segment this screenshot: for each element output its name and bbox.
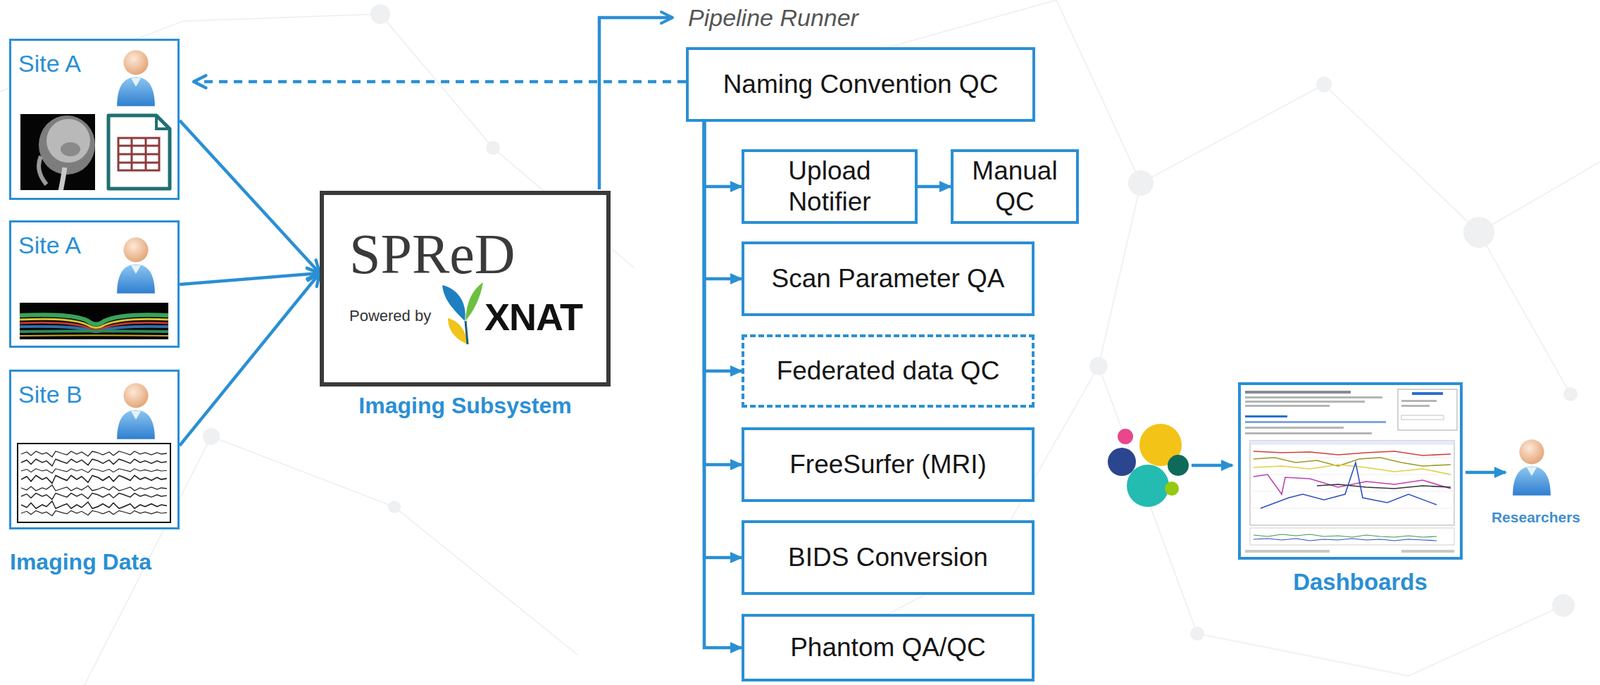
process-box: Scan Parameter QA — [741, 241, 1035, 317]
person-icon — [116, 383, 155, 440]
mri-image — [20, 114, 96, 192]
process-box: BIDS Conversion — [741, 520, 1035, 596]
connector-arrow — [704, 121, 742, 279]
connector-arrow — [179, 273, 320, 446]
box-label: Manual QC — [963, 155, 1067, 219]
text-slot: XNAT — [484, 297, 583, 336]
connector-arrow — [704, 121, 742, 187]
box-label: BIDS Conversion — [788, 542, 989, 574]
box-label: Naming Convention QC — [723, 69, 999, 100]
spred-label: Imaging Subsystem — [319, 392, 611, 420]
section-label: Imaging Data — [9, 548, 152, 576]
spred-label: Powered by — [349, 307, 431, 325]
dashboard-screenshot — [1245, 389, 1458, 553]
xnat-logo-mark — [442, 282, 484, 345]
site-label: Site A — [18, 49, 81, 79]
connector-arrow — [179, 120, 320, 274]
dashboard-panel: Dashboards — [1238, 382, 1463, 560]
eeg-image — [17, 443, 171, 523]
process-box: FreeSurfer (MRI) — [741, 427, 1035, 503]
spred-label: XNAT — [484, 297, 583, 336]
text-slot: Powered by — [349, 307, 431, 325]
text-slot: Site A — [18, 49, 81, 79]
connector-arrow — [704, 121, 742, 558]
site-label: Site B — [18, 380, 83, 410]
connector-arrow — [704, 121, 742, 648]
pipeline-arrow — [599, 17, 673, 190]
text-slot: Site B — [18, 380, 83, 410]
oct-image — [19, 302, 169, 340]
dashboard-tool-logo — [1107, 423, 1189, 508]
text-slot: Dashboards — [1247, 568, 1473, 597]
box-label: Phantom QA/QC — [790, 632, 986, 664]
site-box: Site A — [9, 38, 180, 200]
dash-label: Dashboards — [1247, 568, 1473, 597]
connector-arrow — [704, 121, 742, 372]
site-label: Site A — [18, 230, 81, 260]
imaging-subsystem-box: SPReDPowered byXNATImaging Subsystem — [319, 190, 611, 387]
connector-arrow — [179, 273, 320, 285]
process-box: Phantom QA/QC — [741, 614, 1035, 682]
text-slot: SPReD — [349, 226, 516, 283]
pipeline-label: Pipeline Runner — [688, 3, 859, 33]
logo-arrow — [1191, 464, 1233, 468]
person-icon — [116, 237, 155, 294]
site-box: Site B — [9, 369, 180, 530]
spred-label: SPReD — [349, 226, 516, 283]
box-label: Federated data QC — [776, 355, 1000, 387]
connector-arrow — [193, 80, 686, 84]
connector-arrow — [704, 121, 742, 465]
process-box: Manual QC — [950, 149, 1079, 224]
box-label: Scan Parameter QA — [771, 263, 1005, 295]
process-box: Upload Notifier — [741, 149, 918, 224]
text-slot: Imaging Subsystem — [319, 392, 611, 420]
box-label: FreeSurfer (MRI) — [789, 449, 987, 481]
person-icon — [1512, 439, 1551, 496]
spreadsheet-icon — [108, 115, 170, 189]
researcher-arrow — [1465, 471, 1506, 475]
box-label: Upload Notifier — [754, 155, 905, 219]
text-slot: Site A — [18, 230, 81, 260]
person-label: Researchers — [1479, 508, 1593, 527]
process-box: Naming Convention QC — [685, 47, 1036, 122]
person-icon — [116, 50, 155, 107]
process-box: Federated data QC — [741, 334, 1035, 408]
connector-arrow — [917, 185, 951, 189]
site-box: Site A — [9, 220, 180, 348]
